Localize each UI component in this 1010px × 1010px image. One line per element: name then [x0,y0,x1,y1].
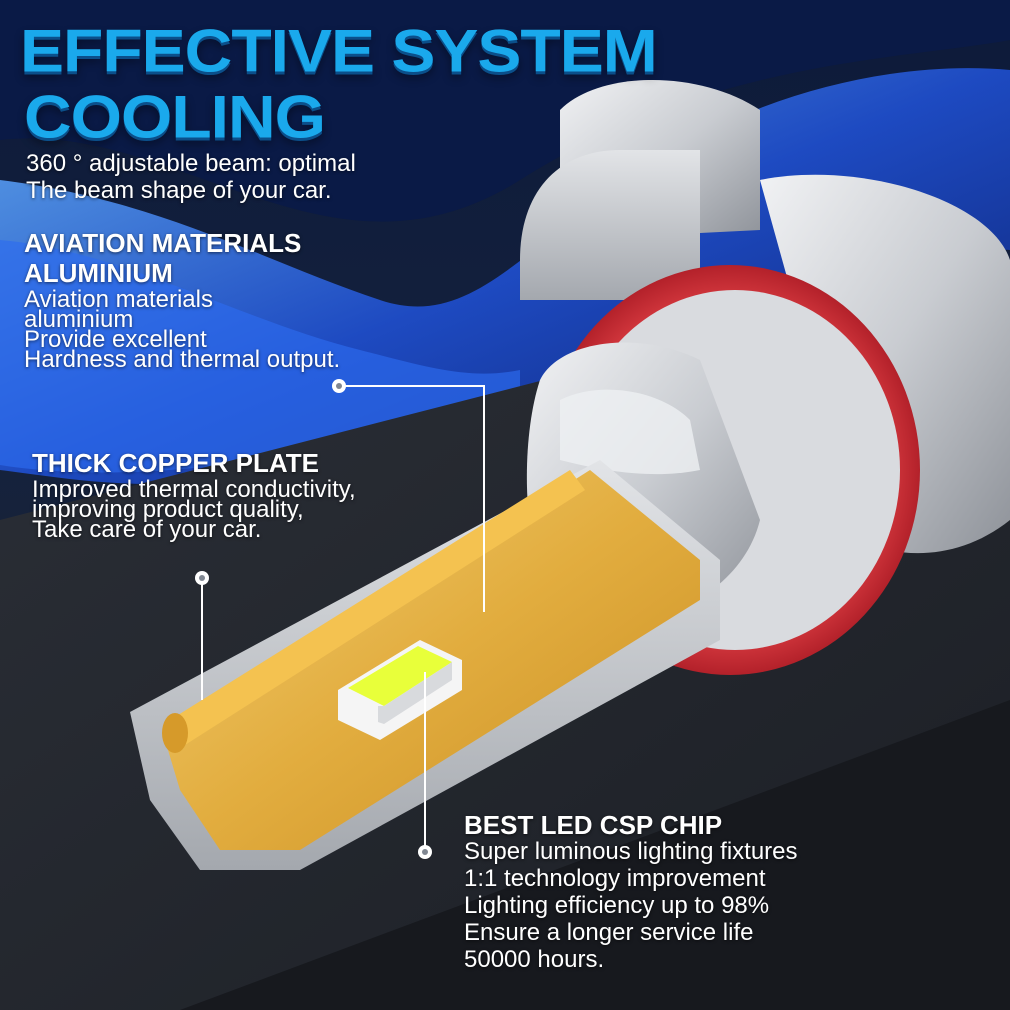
chip-line: 50000 hours. [464,946,605,973]
aviation-description: Aviation materials aluminium Provide exc… [24,286,341,373]
copper-heading: THICK COPPER PLATE [32,448,319,478]
aviation-line: Aviation materials [24,286,213,313]
title-line-1: EFFECTIVE SYSTEM [20,16,658,85]
aviation-heading-line: ALUMINIUM [24,258,173,288]
aviation-line: aluminium [24,306,134,333]
aviation-heading: AVIATION MATERIALS ALUMINIUM [24,228,301,288]
chip-line: Lighting efficiency up to 98% [464,892,770,919]
copper-description: Improved thermal conductivity, improving… [32,476,356,543]
chip-line: Ensure a longer service life [464,919,754,946]
chip-line: Super luminous lighting fixtures [464,838,798,865]
copper-line: Improved thermal conductivity, [32,476,356,503]
led-chip [338,640,462,740]
beam-line: The beam shape of your car. [26,177,332,204]
title-line-2: COOLING [24,82,326,151]
aviation-line: Provide excellent [24,326,207,353]
copper-line: Take care of your car. [32,516,262,543]
aviation-heading-line: AVIATION MATERIALS [24,228,302,258]
chip-heading: BEST LED CSP CHIP [464,810,723,840]
beam-description: 360 ° adjustable beam: optimal The beam … [26,150,356,204]
chip-line: 1:1 technology improvement [464,865,766,892]
aviation-line: Hardness and thermal output. [24,346,341,373]
copper-line: improving product quality, [32,496,304,523]
beam-line: 360 ° adjustable beam: optimal [26,150,356,177]
chip-description: Super luminous lighting fixtures 1:1 tec… [464,838,798,973]
